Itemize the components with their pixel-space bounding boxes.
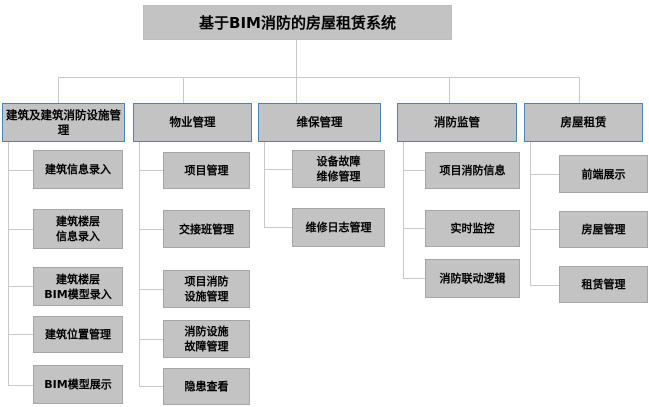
leaf-node-bim-model-display: BIM模型展示 (33, 365, 123, 404)
connector-line (139, 289, 163, 290)
branch-node-fire-supervision: 消防监管 (397, 103, 517, 142)
leaf-node-equipment-fault-repair-mgmt: 设备故障 维修管理 (292, 150, 385, 188)
connector-line (264, 169, 292, 170)
connector-line (8, 334, 33, 335)
branch-node-housing-rental: 房屋租赁 (524, 103, 643, 142)
leaf-node-hazard-view: 隐患查看 (163, 368, 250, 405)
leaf-node-project-fire-facility-mgmt: 项目消防 设施管理 (163, 270, 250, 308)
connector-line (139, 229, 163, 230)
leaf-node-realtime-monitoring: 实时监控 (425, 210, 520, 247)
leaf-node-project-mgmt: 项目管理 (163, 152, 250, 189)
connector-line (530, 229, 559, 230)
connector-line (530, 285, 559, 286)
connector-line (403, 278, 425, 279)
leaf-node-housing-mgmt: 房屋管理 (559, 211, 648, 248)
leaf-node-building-info-entry: 建筑信息录入 (33, 150, 123, 189)
connector-line (403, 142, 404, 278)
connector-line (58, 77, 579, 78)
connector-line (264, 142, 265, 227)
connector-line (296, 40, 297, 103)
connector-line (579, 77, 580, 103)
leaf-node-shift-handover-mgmt: 交接班管理 (163, 210, 250, 248)
connector-line (8, 385, 33, 386)
connector-line (264, 227, 292, 228)
leaf-node-fire-facility-fault-mgmt: 消防设施 故障管理 (163, 320, 250, 358)
connector-line (449, 77, 450, 103)
connector-line (8, 170, 33, 171)
connector-line (8, 286, 33, 287)
leaf-node-building-location-mgmt: 建筑位置管理 (33, 316, 123, 353)
connector-line (530, 142, 531, 285)
leaf-node-frontend-display: 前端展示 (559, 155, 648, 193)
leaf-node-building-floor-info-entry: 建筑楼层 信息录入 (33, 209, 123, 249)
leaf-node-fire-linkage-logic: 消防联动逻辑 (425, 259, 520, 298)
branch-node-building-facility-mgmt: 建筑及建筑消防设施管理 (2, 103, 125, 142)
connector-line (139, 170, 163, 171)
connector-line (183, 77, 184, 103)
connector-line (530, 174, 559, 175)
leaf-node-project-fire-info: 项目消防信息 (425, 152, 520, 189)
connector-line (403, 228, 425, 229)
root-node: 基于BIM消防的房屋租赁系统 (143, 5, 452, 40)
branch-node-property-mgmt: 物业管理 (133, 103, 252, 142)
connector-line (139, 339, 163, 340)
connector-line (403, 170, 425, 171)
leaf-node-rental-mgmt: 租赁管理 (559, 266, 648, 303)
connector-line (139, 386, 163, 387)
branch-node-maintenance-mgmt: 维保管理 (258, 103, 381, 142)
connector-line (8, 229, 33, 230)
connector-line (8, 142, 9, 385)
leaf-node-floor-bim-model-entry: 建筑楼层 BIM模型录入 (33, 267, 123, 306)
connector-line (139, 142, 140, 386)
connector-line (58, 77, 59, 103)
leaf-node-repair-log-mgmt: 维修日志管理 (292, 208, 385, 247)
